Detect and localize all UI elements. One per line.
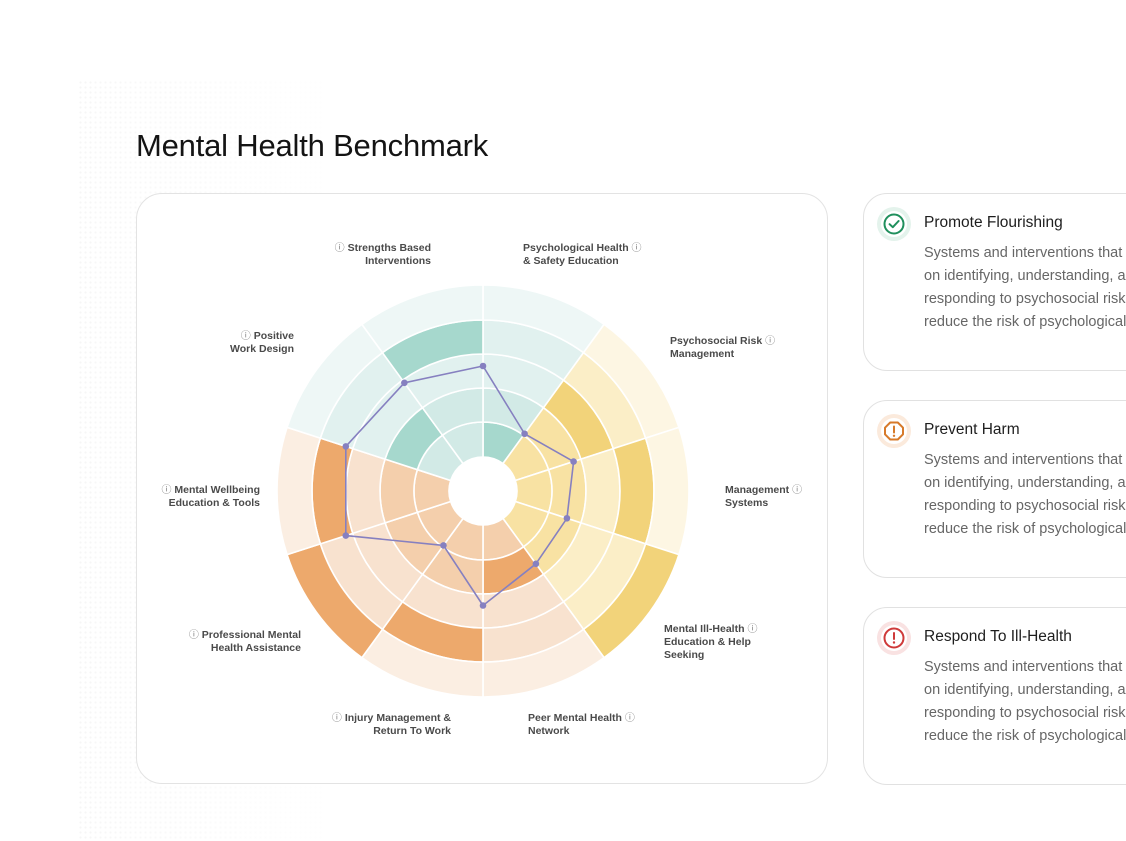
legend-title: Respond To Ill-Health: [924, 628, 1072, 645]
segment-label-text: Management: [725, 484, 790, 496]
radar-point[interactable]: [532, 560, 540, 568]
segment-ring: [360, 284, 484, 354]
segment-label-text: Health Assistance: [210, 642, 301, 654]
legend-description: Systems and interventions that focus on …: [924, 245, 1126, 330]
segment-ring: [345, 447, 387, 535]
segment-label-text: Interventions: [365, 255, 431, 267]
alert-octagon-icon: [877, 414, 911, 448]
segment-3[interactable]: [514, 426, 690, 556]
radar-point[interactable]: [521, 430, 528, 438]
info-icon[interactable]: ⓘ: [631, 243, 642, 254]
segment-5[interactable]: [482, 517, 606, 698]
radar-point[interactable]: [342, 532, 350, 539]
segment-label-text: Return To Work: [373, 725, 451, 737]
segment-8[interactable]: [276, 426, 452, 556]
info-icon[interactable]: ⓘ: [792, 485, 803, 496]
radar-point[interactable]: [401, 379, 408, 387]
segment-label-text: Injury Management &: [344, 712, 451, 724]
alert-circle-icon: [877, 621, 911, 655]
segment-ring: [379, 458, 419, 524]
center-hole: [449, 457, 517, 525]
segment-ring: [579, 447, 621, 535]
segment-label-text: Positive: [253, 330, 294, 342]
radar-chart: [276, 284, 690, 698]
legend-card-promote-flourishing[interactable]: Promote Flourishing Systems and interven…: [863, 193, 1126, 371]
segment-label-text: Mental Ill-Health: [664, 623, 745, 635]
segment-9[interactable]: [286, 323, 465, 482]
segment-label-text: & Safety Education: [523, 255, 619, 267]
legend-description: Systems and interventions that focus on …: [924, 452, 1126, 537]
legend-card-respond-to-ill-health[interactable]: Respond To Ill-Health Systems and interv…: [863, 607, 1126, 785]
info-icon[interactable]: ⓘ: [331, 713, 342, 724]
segment-score-band: [612, 437, 655, 545]
segment-label-text: Professional Mental: [201, 629, 301, 641]
segment-label[interactable]: ⓘ Injury Management &Return To Work: [332, 712, 451, 738]
segment-label-text: Mental Wellbeing: [174, 484, 260, 496]
radar-point[interactable]: [479, 362, 487, 370]
radar-point[interactable]: [479, 602, 487, 609]
info-icon[interactable]: ⓘ: [747, 624, 758, 635]
segment-label-text: Strengths Based: [347, 242, 431, 254]
segment-label-text: Psychosocial Risk: [670, 335, 763, 347]
info-icon[interactable]: ⓘ: [161, 485, 172, 496]
segment-label[interactable]: Psychological Health ⓘ & Safety Education: [523, 242, 642, 268]
segment-label-text: Seeking: [664, 649, 705, 661]
segment-label-text: Work Design: [230, 343, 294, 355]
legend-title: Promote Flourishing: [924, 214, 1063, 231]
legend-title: Prevent Harm: [924, 421, 1020, 438]
legend-description: Systems and interventions that focus on …: [924, 659, 1126, 744]
segment-label-text: Management: [670, 348, 735, 360]
page-title: Mental Health Benchmark: [136, 128, 489, 163]
radar-point[interactable]: [440, 542, 447, 549]
check-circle-icon: [877, 207, 911, 241]
radar-point[interactable]: [570, 458, 577, 465]
segment-10[interactable]: [360, 284, 484, 465]
segment-label-text: Education & Help: [664, 636, 751, 648]
segment-label-text: Systems: [725, 497, 769, 509]
segment-label-text: Psychological Health: [523, 242, 629, 254]
segment-label-text: Education & Tools: [168, 497, 260, 509]
segment-label-text: Peer Mental Health: [528, 712, 622, 724]
info-icon[interactable]: ⓘ: [240, 331, 251, 342]
info-icon[interactable]: ⓘ: [624, 713, 635, 724]
segment-label-text: Network: [528, 725, 570, 737]
radar-point[interactable]: [563, 514, 571, 522]
info-icon[interactable]: ⓘ: [334, 243, 345, 254]
info-icon[interactable]: ⓘ: [765, 336, 776, 347]
info-icon[interactable]: ⓘ: [188, 630, 199, 641]
radar-point[interactable]: [342, 443, 350, 450]
legend-card-prevent-harm[interactable]: Prevent Harm Systems and interventions t…: [863, 400, 1126, 578]
